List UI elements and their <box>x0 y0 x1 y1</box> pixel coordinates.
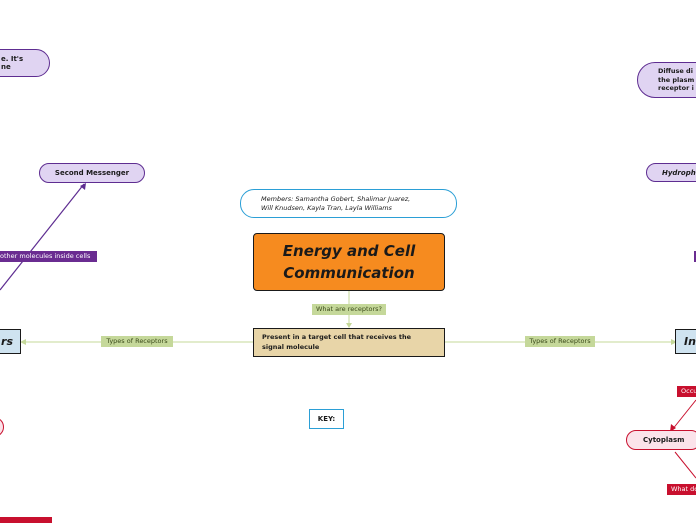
central-title-line1: Energy and Cell <box>282 241 416 260</box>
central-title-line2: Communication <box>283 264 415 282</box>
link-types-left[interactable]: Types of Receptors <box>101 336 173 347</box>
members-box[interactable]: Members: Samantha Gobert, Shalimar Juare… <box>240 189 457 218</box>
right-receptor-node[interactable]: In <box>675 329 696 354</box>
members-line1: Members: Samantha Gobert, Shalimar Juare… <box>261 195 411 204</box>
definition-line2: signal molecule <box>262 342 320 351</box>
left-red-partial-label[interactable] <box>0 517 52 523</box>
right-hydrophobic-node[interactable]: Hydroph <box>646 163 696 182</box>
right-hydrophobic-label: Hydroph <box>662 168 696 177</box>
link-types-right[interactable]: Types of Receptors <box>525 336 595 347</box>
right-top-partial-line1: Diffuse di <box>658 67 693 76</box>
right-receptor-label: In <box>684 335 696 348</box>
second-messenger-label: Second Messenger <box>54 169 130 177</box>
left-receptor-label: rs <box>1 335 13 348</box>
definition-box[interactable]: Present in a target cell that receives t… <box>253 328 445 357</box>
definition-line1: Present in a target cell that receives t… <box>262 333 412 342</box>
left-top-partial-line1: e. It's <box>1 54 24 63</box>
right-purple-partial-label[interactable] <box>694 251 696 262</box>
right-top-partial-line3: receptor i <box>658 84 694 93</box>
key-box[interactable]: KEY: <box>309 409 344 429</box>
right-top-partial-node[interactable]: Diffuse di the plasm receptor i <box>637 62 696 98</box>
members-line2: Will Knudsen, Kayla Tran, Layla Williams <box>261 203 392 212</box>
left-receptor-node[interactable]: rs <box>0 329 21 354</box>
link-occurs[interactable]: Occu <box>677 386 696 397</box>
link-what-are-receptors[interactable]: What are receptors? <box>312 304 386 315</box>
key-label: KEY: <box>317 415 336 423</box>
cytoplasm-label: Cytoplasm <box>643 436 685 444</box>
left-top-partial-line2: ne <box>1 63 11 71</box>
link-other-molecules[interactable]: other molecules inside cells <box>0 251 97 262</box>
link-what-do[interactable]: What do <box>667 484 696 495</box>
right-top-partial-line2: the plasm <box>658 75 695 84</box>
cytoplasm-node[interactable]: Cytoplasm <box>626 430 696 450</box>
second-messenger-node[interactable]: Second Messenger <box>39 163 145 183</box>
left-top-partial-node[interactable]: e. It's ne <box>0 49 50 77</box>
central-topic[interactable]: Energy and Cell Communication <box>253 233 445 291</box>
